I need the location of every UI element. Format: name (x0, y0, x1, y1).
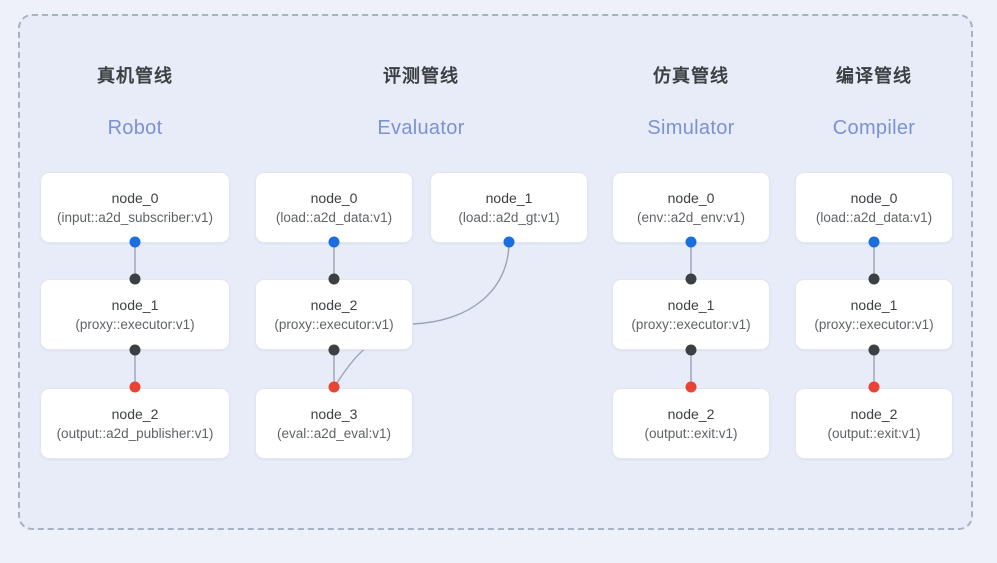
node-spec: (proxy::executor:v1) (814, 316, 934, 332)
node-spec: (output::exit:v1) (644, 425, 738, 441)
node-evaluator-2[interactable]: node_2 (proxy::executor:v1) (255, 279, 413, 350)
node-compiler-1[interactable]: node_1 (proxy::executor:v1) (795, 279, 953, 350)
column-header-evaluator: 评测管线 Evaluator (341, 62, 501, 140)
port-output-black[interactable] (129, 344, 141, 356)
node-evaluator-0[interactable]: node_0 (load::a2d_data:v1) (255, 172, 413, 243)
node-robot-2[interactable]: node_2 (output::a2d_publisher:v1) (40, 388, 230, 459)
node-evaluator-1[interactable]: node_1 (load::a2d_gt:v1) (430, 172, 588, 243)
column-header-compiler: 编译管线 Compiler (794, 62, 954, 140)
column-header-robot: 真机管线 Robot (55, 62, 215, 140)
node-spec: (input::a2d_subscriber:v1) (56, 209, 214, 225)
node-simulator-2[interactable]: node_2 (output::exit:v1) (612, 388, 770, 459)
port-output-blue[interactable] (868, 236, 880, 248)
column-title-cn-robot: 真机管线 (97, 66, 173, 86)
port-input-black[interactable] (868, 273, 880, 285)
node-name: node_1 (850, 296, 898, 313)
node-name: node_1 (111, 296, 159, 313)
column-title-cn-evaluator: 评测管线 (383, 66, 459, 86)
node-robot-1[interactable]: node_1 (proxy::executor:v1) (40, 279, 230, 350)
column-title-en-robot: Robot (107, 117, 163, 139)
column-title-en-evaluator: Evaluator (377, 117, 465, 139)
node-spec: (load::a2d_data:v1) (815, 209, 933, 225)
node-name: node_0 (667, 189, 715, 206)
node-name: node_3 (310, 405, 358, 422)
node-compiler-2[interactable]: node_2 (output::exit:v1) (795, 388, 953, 459)
port-output-blue[interactable] (129, 236, 141, 248)
node-spec: (proxy::executor:v1) (75, 316, 195, 332)
port-output-black[interactable] (685, 344, 697, 356)
port-input-red[interactable] (868, 381, 880, 393)
port-output-blue[interactable] (685, 236, 697, 248)
node-name: node_2 (111, 405, 159, 422)
node-spec: (output::exit:v1) (827, 425, 921, 441)
column-title-en-simulator: Simulator (647, 117, 735, 139)
node-simulator-1[interactable]: node_1 (proxy::executor:v1) (612, 279, 770, 350)
node-spec: (proxy::executor:v1) (631, 316, 751, 332)
port-input-red[interactable] (685, 381, 697, 393)
node-name: node_0 (111, 189, 159, 206)
port-input-black[interactable] (685, 273, 697, 285)
column-header-simulator: 仿真管线 Simulator (611, 62, 771, 140)
port-output-black[interactable] (328, 344, 340, 356)
node-evaluator-3[interactable]: node_3 (eval::a2d_eval:v1) (255, 388, 413, 459)
node-simulator-0[interactable]: node_0 (env::a2d_env:v1) (612, 172, 770, 243)
port-output-blue[interactable] (503, 236, 515, 248)
node-name: node_1 (485, 189, 533, 206)
node-spec: (env::a2d_env:v1) (636, 209, 746, 225)
port-output-black[interactable] (868, 344, 880, 356)
node-name: node_2 (850, 405, 898, 422)
port-input-black[interactable] (129, 273, 141, 285)
node-spec: (load::a2d_data:v1) (275, 209, 393, 225)
node-name: node_2 (310, 296, 358, 313)
node-robot-0[interactable]: node_0 (input::a2d_subscriber:v1) (40, 172, 230, 243)
port-input-black[interactable] (328, 273, 340, 285)
node-compiler-0[interactable]: node_0 (load::a2d_data:v1) (795, 172, 953, 243)
column-title-cn-compiler: 编译管线 (836, 66, 912, 86)
column-title-en-compiler: Compiler (832, 117, 916, 139)
port-input-red[interactable] (129, 381, 141, 393)
port-output-blue[interactable] (328, 236, 340, 248)
node-spec: (output::a2d_publisher:v1) (56, 425, 214, 441)
node-name: node_2 (667, 405, 715, 422)
port-input-red[interactable] (328, 381, 340, 393)
node-name: node_0 (850, 189, 898, 206)
node-spec: (eval::a2d_eval:v1) (276, 425, 392, 441)
node-spec: (load::a2d_gt:v1) (458, 209, 560, 225)
column-title-cn-simulator: 仿真管线 (653, 66, 729, 86)
node-spec: (proxy::executor:v1) (274, 316, 394, 332)
node-name: node_1 (667, 296, 715, 313)
node-name: node_0 (310, 189, 358, 206)
